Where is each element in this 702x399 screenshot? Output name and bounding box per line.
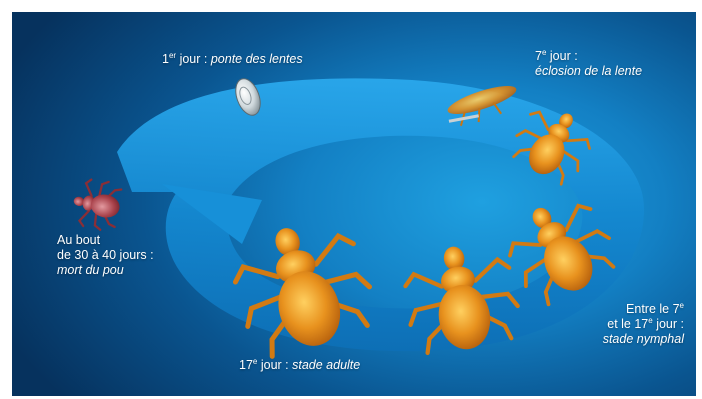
day-suffix: e bbox=[253, 357, 257, 366]
day-word: jour : bbox=[550, 49, 578, 63]
day-number: 17 bbox=[239, 358, 253, 372]
label-adult-stage: 17e jour : stade adulte bbox=[239, 358, 360, 373]
day-word: jour : bbox=[656, 317, 684, 331]
nymph-line1: Entre le 7 bbox=[626, 302, 680, 316]
stage-description: ponte des lentes bbox=[211, 52, 303, 66]
stage-description: stade adulte bbox=[292, 358, 360, 372]
death-line2: de 30 à 40 jours : bbox=[57, 248, 154, 262]
label-nymph-stage: Entre le 7e et le 17e jour : stade nymph… bbox=[603, 302, 684, 347]
label-death-stage: Au bout de 30 à 40 jours : mort du pou bbox=[57, 233, 154, 278]
day-word: jour : bbox=[261, 358, 289, 372]
label-day-1: 1er jour : ponte des lentes bbox=[162, 52, 303, 67]
dead-louse-icon bbox=[70, 176, 124, 232]
stage-description: éclosion de la lente bbox=[535, 64, 642, 78]
day-suffix: er bbox=[169, 51, 176, 60]
stage-description: mort du pou bbox=[57, 263, 124, 277]
day-number: 7 bbox=[535, 49, 542, 63]
death-line1: Au bout bbox=[57, 233, 100, 247]
day-suffix: e bbox=[680, 301, 684, 310]
lice-life-cycle-diagram: 1er jour : ponte des lentes 7e jour : éc… bbox=[12, 12, 696, 396]
day-suffix: e bbox=[648, 316, 652, 325]
day-number: 1 bbox=[162, 52, 169, 66]
nymph-line2: et le 17 bbox=[607, 317, 648, 331]
day-word: jour : bbox=[180, 52, 208, 66]
stage-description: stade nymphal bbox=[603, 332, 684, 346]
day-suffix: e bbox=[542, 48, 546, 57]
label-day-7: 7e jour : éclosion de la lente bbox=[535, 49, 642, 79]
